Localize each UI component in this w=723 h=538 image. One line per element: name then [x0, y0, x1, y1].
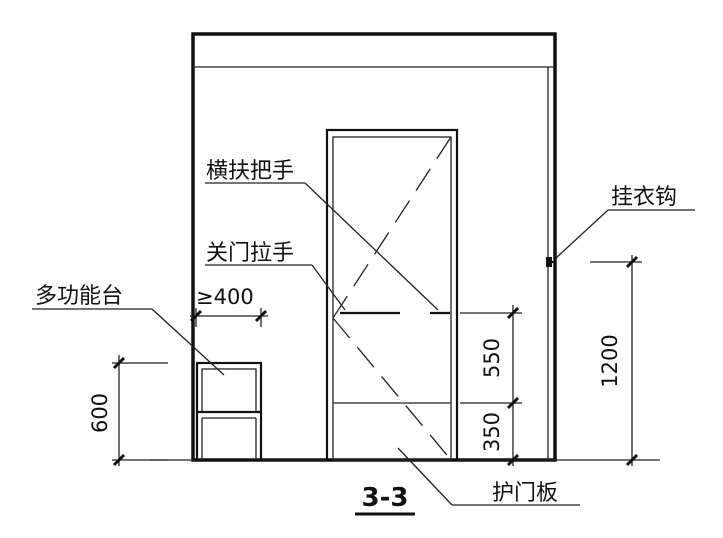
door-swing-lower	[332, 317, 452, 461]
grab-bar-leader	[304, 182, 439, 311]
counter-width-dimension	[189, 308, 268, 327]
section-title: 3-3	[362, 483, 409, 513]
counter-height-dimension	[112, 355, 168, 467]
coat-hook	[546, 257, 555, 267]
coat-hook-label: 挂衣钩	[611, 185, 677, 210]
guard-height-text: 350	[480, 412, 504, 452]
handle-height-dimension	[460, 305, 522, 467]
counter-width-text: ≥400	[196, 285, 254, 309]
door-pull-leader	[311, 264, 346, 311]
counter-leader	[151, 308, 225, 376]
door	[325, 128, 459, 462]
multi-counter-label: 多功能台	[35, 284, 123, 309]
multi-function-counter	[195, 361, 263, 462]
grab-bar-label: 横扶把手	[206, 159, 294, 184]
handle-height-text: 550	[480, 338, 504, 378]
counter-height-text: 600	[88, 393, 112, 433]
door-pull-label: 关门拉手	[206, 241, 294, 266]
door-guard-label: 护门板	[492, 481, 558, 506]
coat-hook-leader	[555, 209, 609, 259]
hook-height-text: 1200	[598, 334, 622, 387]
door-guard-leader	[397, 447, 453, 506]
hook-height-dimension	[590, 255, 642, 467]
